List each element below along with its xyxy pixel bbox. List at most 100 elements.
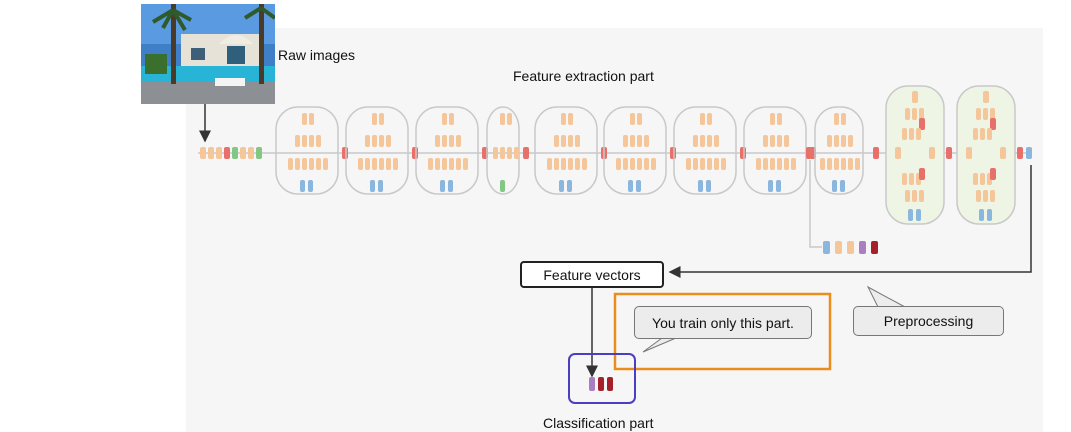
module-conv-block — [623, 158, 628, 170]
module-pool-block — [919, 118, 925, 130]
module-conv-block — [316, 135, 321, 147]
module-conv-block — [700, 113, 705, 125]
reduction-pool-block — [523, 147, 529, 159]
module-conv-block — [561, 113, 566, 125]
module-conv-block — [983, 91, 989, 103]
module-conv-block — [909, 128, 914, 140]
module-concat-block — [448, 180, 453, 192]
module-concat-block — [698, 180, 703, 192]
auxiliary-block — [847, 241, 854, 254]
module-conv-block — [902, 128, 907, 140]
module-conv-block — [784, 158, 789, 170]
module-conv-block — [365, 135, 370, 147]
module-conv-block — [500, 113, 505, 125]
auxiliary-branch-line — [809, 160, 822, 248]
module-conv-block — [309, 158, 314, 170]
module-conv-block — [575, 135, 580, 147]
module-conv-block — [848, 135, 853, 147]
module-conv-block — [295, 135, 300, 147]
module-conv-block — [442, 135, 447, 147]
module-conv-block — [449, 113, 454, 125]
module-conv-block — [686, 158, 691, 170]
module-conv-block — [637, 158, 642, 170]
module-conv-block — [700, 158, 705, 170]
module-conv-block — [855, 158, 860, 170]
reduction-pool-block — [806, 147, 812, 159]
module-conv-block — [770, 135, 775, 147]
module-conv-block — [777, 158, 782, 170]
module-conv-block — [756, 158, 761, 170]
module-conv-block — [302, 135, 307, 147]
module-conv-block — [456, 158, 461, 170]
module-pool-block — [990, 168, 996, 180]
module-conv-block — [905, 190, 910, 202]
classifier-dropout-block — [589, 377, 595, 391]
stem-block — [216, 147, 222, 159]
feature-vectors-box: Feature vectors — [520, 261, 664, 288]
module-conv-block — [547, 158, 552, 170]
module-conv-block — [791, 158, 796, 170]
module-conv-block — [323, 158, 328, 170]
module-conv-block — [770, 113, 775, 125]
module-conv-block — [976, 108, 981, 120]
module-concat-block — [567, 180, 572, 192]
stem-block — [224, 147, 230, 159]
stem-block — [240, 147, 246, 159]
module-conv-block — [763, 135, 768, 147]
module-conv-block — [777, 135, 782, 147]
module-conv-block — [442, 158, 447, 170]
module-conv-block — [700, 135, 705, 147]
preprocessing-callout: Preprocessing — [853, 306, 1004, 336]
module-conv-block — [834, 135, 839, 147]
module-concat-block — [840, 180, 845, 192]
module-conv-block — [386, 158, 391, 170]
module-conv-block — [714, 135, 719, 147]
module-conv-block — [909, 173, 914, 185]
module-conv-block — [841, 135, 846, 147]
module-conv-block — [929, 147, 935, 159]
classifier-fc-block — [598, 377, 604, 391]
module-concat-block — [308, 180, 313, 192]
module-conv-block — [693, 135, 698, 147]
trainable-part-highlight — [613, 292, 832, 371]
module-conv-block — [316, 158, 321, 170]
module-conv-block — [714, 158, 719, 170]
module-conv-block — [442, 113, 447, 125]
module-conv-block — [721, 158, 726, 170]
reduction-pool-block — [670, 147, 676, 159]
module-conv-block — [449, 135, 454, 147]
module-conv-block — [983, 190, 988, 202]
large-inception-module — [956, 85, 1016, 225]
train-note-callout: You train only this part. — [634, 306, 812, 339]
module-concat-block — [706, 180, 711, 192]
module-conv-block — [919, 108, 924, 120]
module-conv-block — [386, 135, 391, 147]
module-conv-block — [966, 147, 972, 159]
preprocessing-tail — [866, 285, 906, 308]
module-conv-block — [693, 158, 698, 170]
module-conv-block — [379, 158, 384, 170]
module-conv-block — [568, 158, 573, 170]
module-conv-block — [644, 158, 649, 170]
classifier-softmax-block — [607, 377, 613, 391]
module-conv-block — [507, 113, 512, 125]
module-conv-block — [372, 113, 377, 125]
tail-pool-block — [1017, 147, 1023, 159]
module-concat-block — [370, 180, 375, 192]
module-conv-block — [784, 135, 789, 147]
module-conv-block — [561, 135, 566, 147]
module-conv-block — [895, 147, 901, 159]
module-conv-block — [707, 135, 712, 147]
module-conv-block — [834, 113, 839, 125]
module-conv-block — [827, 158, 832, 170]
module-concat-block — [768, 180, 773, 192]
module-conv-block — [902, 173, 907, 185]
module-conv-block — [651, 158, 656, 170]
inception-module — [603, 106, 667, 195]
module-concat-block — [916, 209, 921, 221]
module-conv-block — [288, 158, 293, 170]
classification-part-label: Classification part — [543, 415, 654, 431]
module-conv-block — [707, 158, 712, 170]
module-conv-block — [302, 158, 307, 170]
module-conv-block — [983, 108, 988, 120]
